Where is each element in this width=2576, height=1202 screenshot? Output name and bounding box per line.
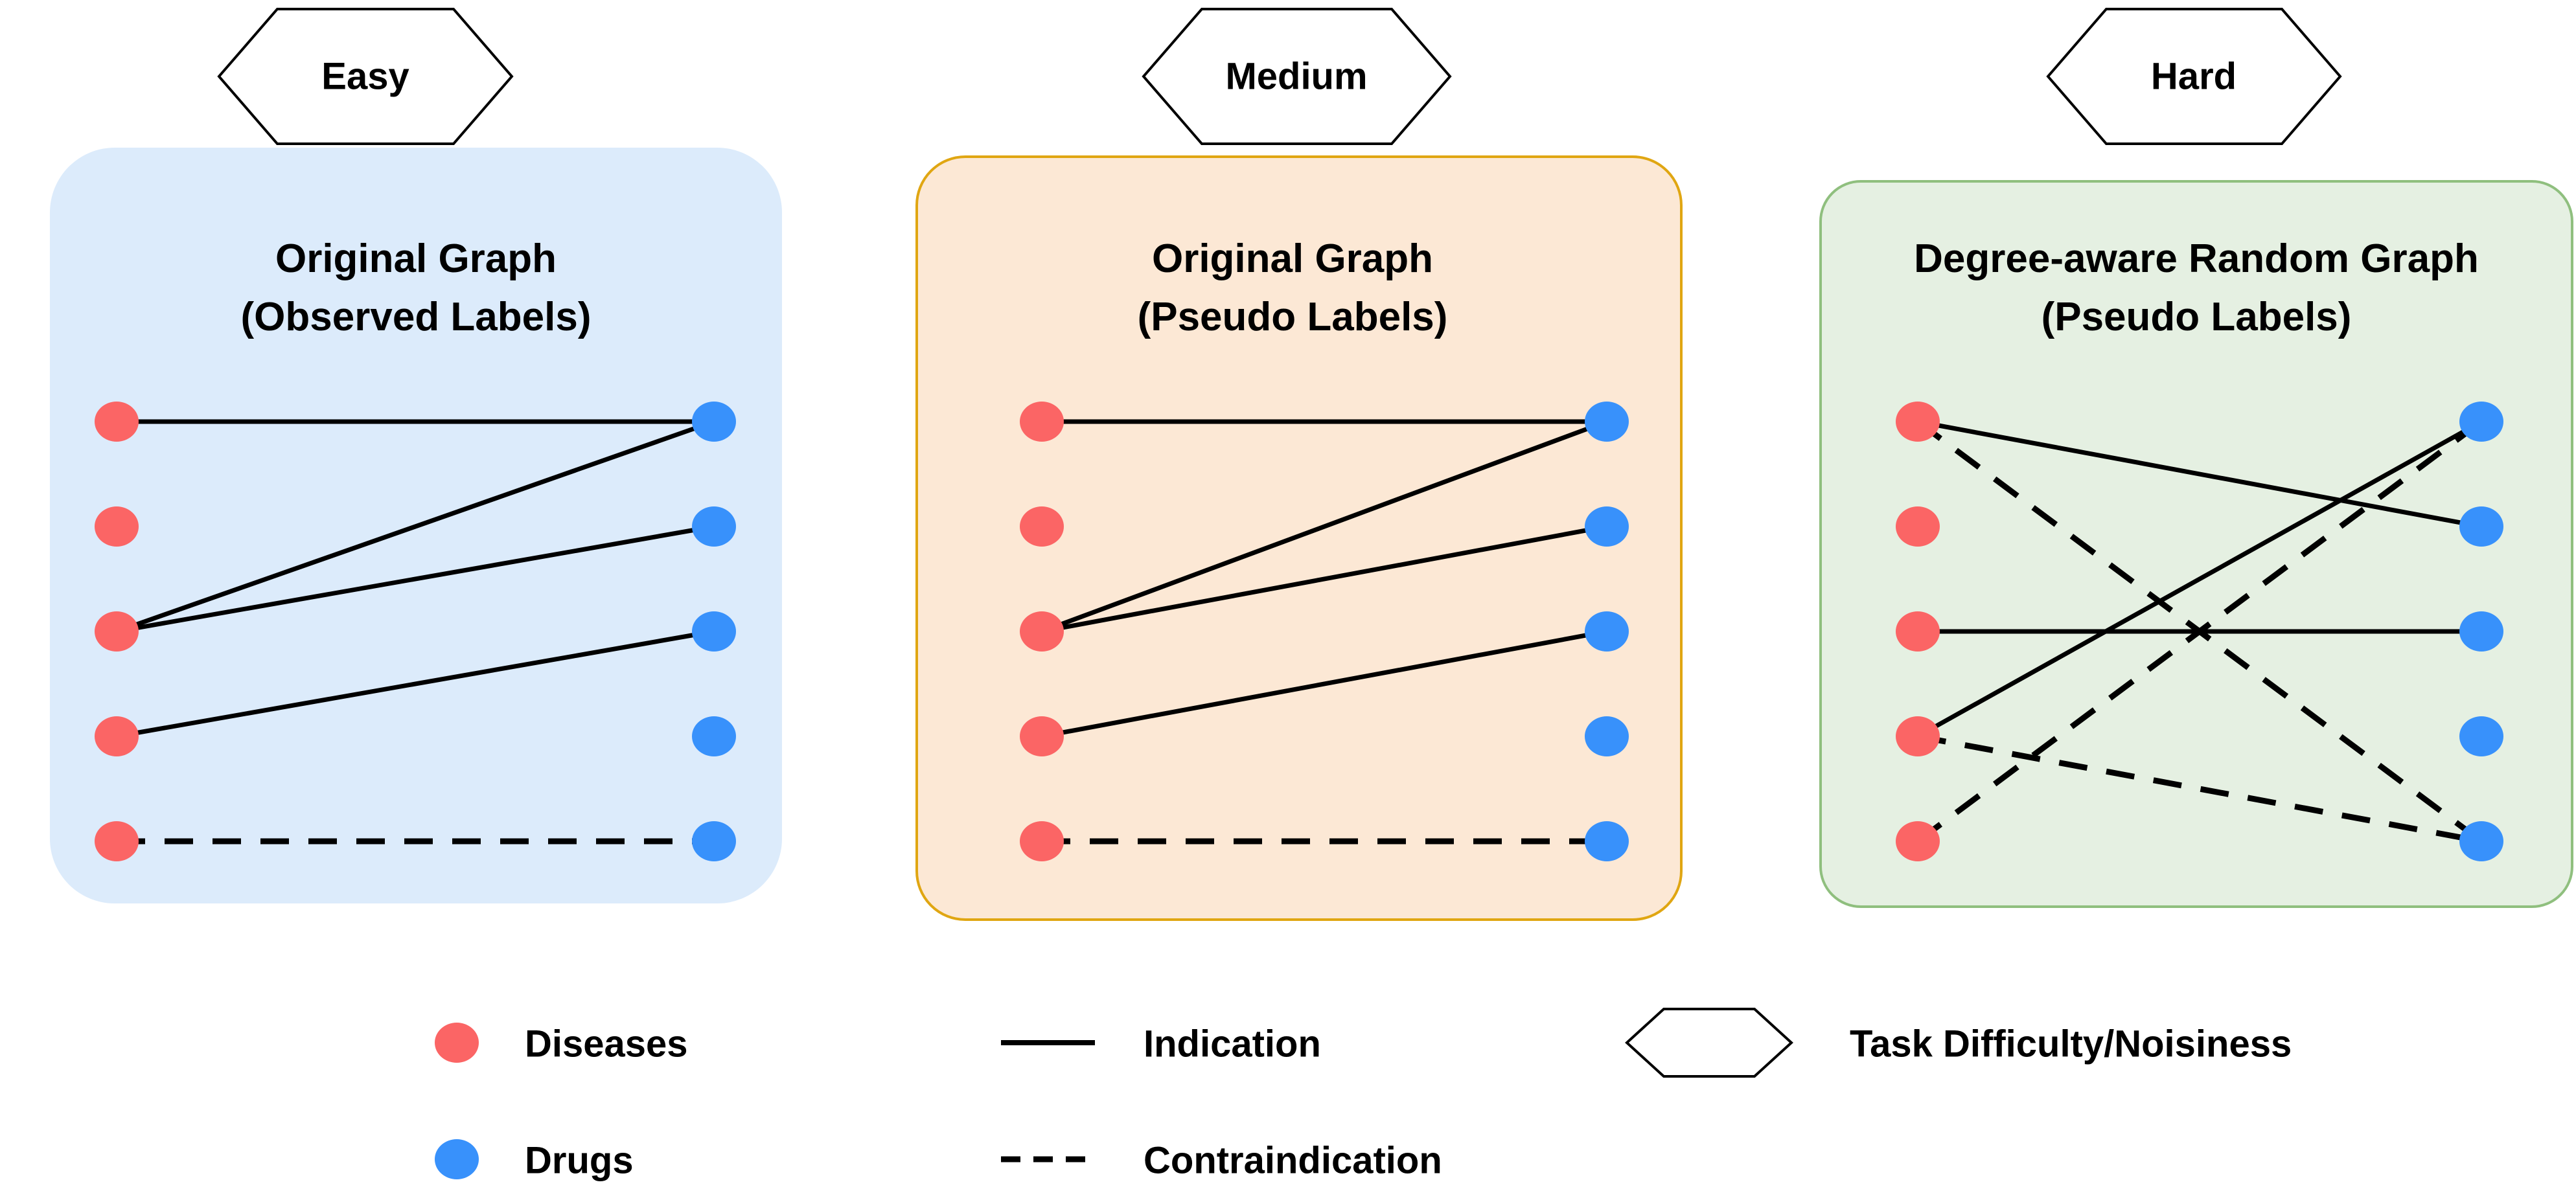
- hexagon-icon: [1625, 1008, 1793, 1078]
- panel-hard-title-line1: Degree-aware Random Graph: [1914, 236, 2479, 281]
- disease-node[interactable]: [1896, 402, 1940, 442]
- difficulty-badge-medium: Medium: [1142, 8, 1452, 145]
- drug-node[interactable]: [1585, 821, 1629, 861]
- disease-node[interactable]: [1896, 506, 1940, 547]
- panel-medium-drug-nodes: [1585, 402, 1629, 861]
- drug-node[interactable]: [692, 402, 736, 442]
- difficulty-badge-medium-label: Medium: [1225, 56, 1367, 98]
- legend-label-diseases: Diseases: [525, 1023, 688, 1065]
- legend-item-task-difficulty: Task Difficulty/Noisiness: [1625, 1008, 2292, 1078]
- difficulty-badge-hard: Hard: [2046, 8, 2342, 145]
- panel-hard-disease-nodes: [1896, 402, 1940, 861]
- drug-node[interactable]: [2459, 506, 2503, 547]
- drug-node[interactable]: [2459, 821, 2503, 861]
- drug-node-icon: [435, 1139, 479, 1179]
- drug-node[interactable]: [692, 611, 736, 652]
- drug-node[interactable]: [2459, 402, 2503, 442]
- hexagon-icon: [217, 8, 514, 145]
- disease-node[interactable]: [1896, 716, 1940, 756]
- drug-node[interactable]: [692, 821, 736, 861]
- disease-node[interactable]: [95, 716, 139, 756]
- panel-easy-title-line1: Original Graph: [275, 236, 557, 281]
- disease-node[interactable]: [95, 611, 139, 652]
- legend-label-task-difficulty: Task Difficulty/Noisiness: [1850, 1023, 2292, 1065]
- difficulty-badge-easy-label: Easy: [321, 56, 409, 98]
- edge-indication: [116, 524, 715, 634]
- panel-hard-edges: [1916, 419, 2483, 845]
- legend-label-indication: Indication: [1144, 1023, 1321, 1065]
- legend-item-contraindication: Contraindication: [1001, 1140, 1442, 1182]
- disease-node[interactable]: [95, 506, 139, 547]
- legend-label-drugs: Drugs: [525, 1140, 634, 1182]
- drug-node[interactable]: [1585, 506, 1629, 547]
- hexagon-icon: [1142, 8, 1452, 145]
- panel-easy-drug-nodes: [692, 402, 736, 861]
- legend-item-diseases: Diseases: [435, 1023, 688, 1065]
- drug-node[interactable]: [692, 716, 736, 756]
- panel-hard-title-line2: (Pseudo Labels): [2041, 295, 2352, 339]
- edge-indication: [1917, 419, 2482, 529]
- legend-item-indication: Indication: [1001, 1023, 1321, 1065]
- drug-node[interactable]: [2459, 716, 2503, 756]
- disease-node[interactable]: [1896, 821, 1940, 861]
- disease-node[interactable]: [1020, 402, 1064, 442]
- panel-medium-title-line2: (Pseudo Labels): [1138, 295, 1448, 339]
- disease-node-icon: [435, 1023, 479, 1063]
- edge-indication: [1041, 419, 1608, 634]
- drug-node[interactable]: [692, 506, 736, 547]
- panel-hard-drug-nodes: [2459, 402, 2503, 861]
- disease-node[interactable]: [1020, 506, 1064, 547]
- drug-node[interactable]: [1585, 716, 1629, 756]
- panel-medium-disease-nodes: [1020, 402, 1064, 861]
- edge-contraindication: [1916, 419, 2483, 844]
- hexagon-icon: [2046, 8, 2342, 145]
- difficulty-badge-easy: Easy: [217, 8, 514, 145]
- edge-indication: [1041, 524, 1607, 634]
- panel-medium-title-line1: Original Graph: [1152, 236, 1433, 281]
- panel-medium-edges: [1041, 419, 1608, 845]
- disease-node[interactable]: [95, 821, 139, 861]
- edge-indication: [115, 419, 715, 634]
- edge-indication: [1916, 419, 2483, 739]
- legend-item-drugs: Drugs: [435, 1139, 634, 1182]
- difficulty-badge-hard-label: Hard: [2151, 56, 2237, 98]
- disease-node[interactable]: [95, 402, 139, 442]
- drug-node[interactable]: [2459, 611, 2503, 652]
- disease-node[interactable]: [1020, 821, 1064, 861]
- panel-hard-background: [1819, 180, 2573, 908]
- disease-node[interactable]: [1020, 716, 1064, 756]
- drug-node[interactable]: [1585, 402, 1629, 442]
- panel-easy-title-line2: (Observed Labels): [241, 295, 592, 339]
- panel-easy-disease-nodes: [95, 402, 139, 861]
- disease-node[interactable]: [1020, 611, 1064, 652]
- panel-easy-edges: [115, 419, 715, 845]
- drug-node[interactable]: [1585, 611, 1629, 652]
- edge-indication: [1041, 629, 1607, 739]
- legend-label-contraindication: Contraindication: [1144, 1140, 1442, 1182]
- disease-node[interactable]: [1896, 611, 1940, 652]
- edge-indication: [116, 629, 715, 739]
